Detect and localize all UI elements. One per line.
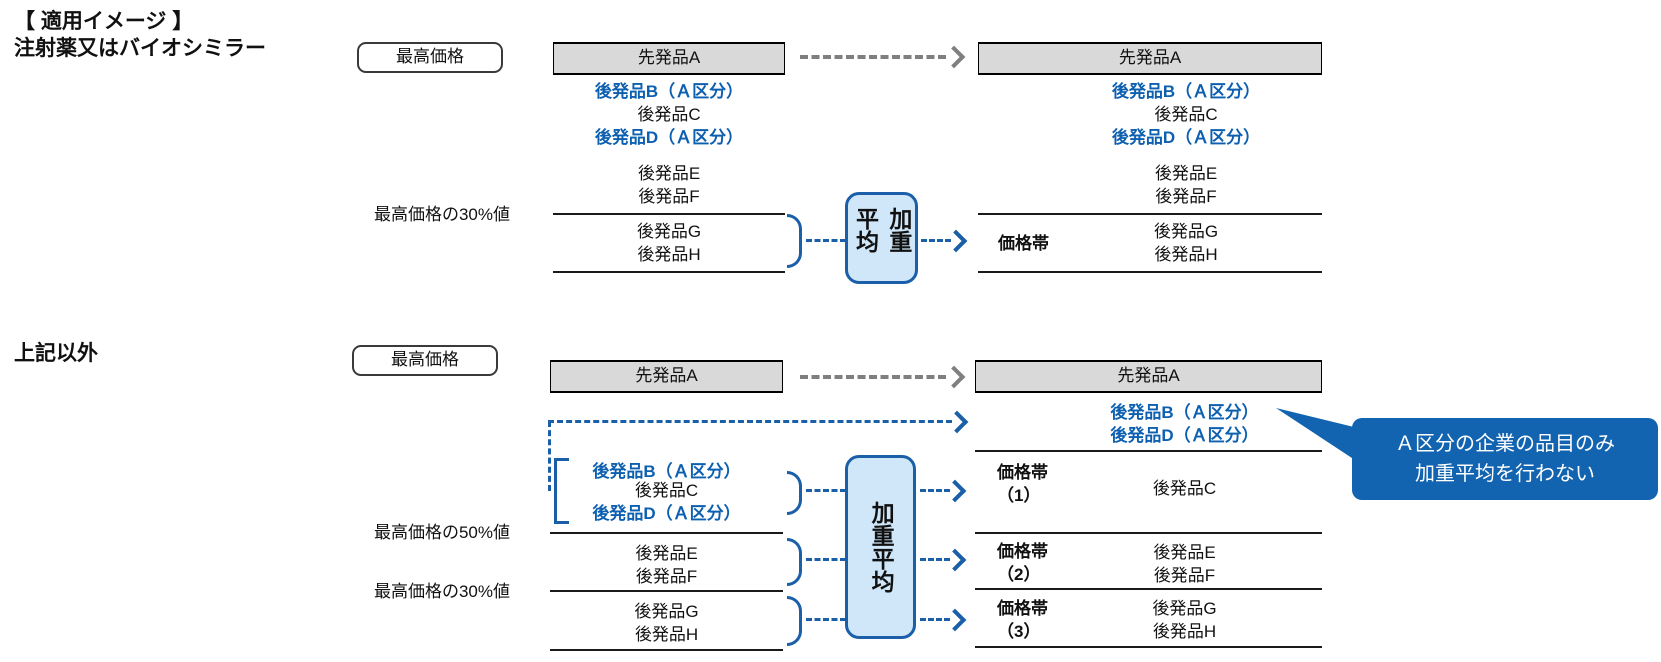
band-divider-line	[975, 588, 1322, 590]
table-row: 後発品F	[1155, 187, 1217, 206]
top-right-table-header: 先発品A	[978, 42, 1322, 75]
table-row: 後発品H	[1152, 622, 1217, 641]
price-band-2-label: 価格帯 （2）	[997, 540, 1048, 586]
gray-arrow-head-icon	[942, 365, 966, 389]
gray-dashed-arrow-line	[800, 55, 946, 59]
table-row: 後発品D（Ａ区分）	[1110, 426, 1259, 445]
weighted-average-box-top: 加重平均	[845, 192, 918, 284]
price-band-name: 価格帯	[997, 542, 1048, 561]
blue-arrow-head-icon	[945, 410, 969, 434]
blue-arrow-head-icon	[943, 608, 967, 632]
table-row: 後発品C	[1154, 105, 1218, 124]
weighted-average-label-top: 加重平均	[852, 207, 912, 253]
blue-dashed-connector	[806, 558, 846, 561]
section2-title: 上記以外	[14, 342, 98, 365]
table-row: 後発品G	[634, 602, 699, 621]
blue-dashed-arrow-line	[921, 239, 951, 242]
callout-line1: Ａ区分の企業の品目のみ	[1395, 433, 1615, 455]
price-band-number: （2）	[997, 565, 1041, 584]
price-band-1-label: 価格帯 （1）	[997, 461, 1048, 507]
table-row: 後発品E	[1154, 164, 1218, 183]
band-divider-line	[975, 532, 1322, 534]
blue-arrow-head-icon	[944, 229, 968, 253]
threshold-30-label-bottom: 最高価格の30%値	[373, 582, 510, 601]
table-row: 後発品G	[636, 222, 702, 241]
table-bottom-line	[553, 271, 785, 273]
blue-dashed-connector	[806, 239, 846, 242]
gray-dashed-arrow-line	[800, 375, 946, 379]
a-class-bypass-dashed-line	[548, 420, 952, 423]
blue-dashed-connector	[806, 489, 846, 492]
table-row: 後発品F	[1153, 566, 1216, 585]
group-brace-icon	[787, 214, 802, 268]
table-row: 後発品H	[1154, 245, 1218, 264]
table-row: 後発品G	[1152, 599, 1217, 618]
blue-dashed-arrow-line	[920, 558, 950, 561]
table-row: 後発品B（Ａ区分）	[592, 462, 741, 481]
callout-line2: 加重平均を行わない	[1415, 463, 1595, 485]
table-row: 後発品H	[637, 245, 701, 264]
threshold-30-line-top	[553, 213, 785, 215]
blue-arrow-head-icon	[943, 548, 967, 572]
price-band-number: （3）	[997, 622, 1041, 641]
top-left-table-header: 先発品A	[553, 42, 785, 75]
table-row: 後発品C	[637, 105, 701, 124]
blue-dashed-connector	[806, 618, 846, 621]
weighted-average-label-bottom: 加重平均	[868, 501, 895, 593]
group-brace-icon	[787, 538, 802, 586]
weighted-average-box-bottom: 加重平均	[845, 455, 916, 639]
threshold-50-line	[550, 532, 783, 534]
max-price-box-top: 最高価格	[357, 42, 503, 73]
group-brace-icon	[787, 596, 802, 646]
callout-pointer-icon	[1276, 408, 1358, 462]
callout-bubble: Ａ区分の企業の品目のみ 加重平均を行わない	[1352, 418, 1658, 500]
group-brace-icon	[787, 471, 802, 515]
table-row: 後発品E	[635, 544, 698, 563]
blue-dashed-arrow-line	[920, 618, 950, 621]
bottom-left-table-header: 先発品A	[550, 360, 783, 393]
price-band-line-top	[978, 213, 1322, 215]
max-price-box-bottom: 最高価格	[352, 345, 498, 376]
table-bottom-line	[550, 649, 783, 651]
bottom-right-table-header: 先発品A	[975, 360, 1322, 393]
table-row: 後発品E	[1153, 543, 1216, 562]
table-row: 後発品H	[634, 625, 699, 644]
table-row: 後発品C	[634, 481, 699, 500]
section1-title-line1: 【 適用イメージ 】	[14, 10, 194, 33]
price-band-label-top: 価格帯	[998, 234, 1049, 253]
max-price-label-top: 最高価格	[396, 47, 464, 66]
table-row: 後発品B（Ａ区分）	[1111, 82, 1261, 101]
gray-arrow-head-icon	[942, 45, 966, 69]
table-row: 後発品B（Ａ区分）	[1110, 403, 1259, 422]
table-row: 後発品C	[1152, 479, 1217, 498]
threshold-30-label-top: 最高価格の30%値	[373, 205, 510, 224]
table-row: 後発品D（Ａ区分）	[594, 128, 744, 147]
band-divider-line	[975, 450, 1322, 452]
blue-dashed-arrow-line	[920, 489, 950, 492]
price-band-3-label: 価格帯 （3）	[997, 597, 1048, 643]
table-row: 後発品E	[637, 164, 701, 183]
table-row: 後発品D（Ａ区分）	[592, 504, 741, 523]
threshold-50-label: 最高価格の50%値	[373, 523, 510, 542]
table-bottom-line	[978, 271, 1322, 273]
a-class-bypass-dashed-vertical	[548, 421, 551, 491]
table-row: 後発品F	[635, 567, 698, 586]
section1-title: 【 適用イメージ 】 注射薬又はバイオシミラー	[14, 8, 266, 62]
max-price-label-bottom: 最高価格	[391, 350, 459, 369]
a-class-bracket-icon	[554, 458, 569, 524]
table-row: 後発品D（Ａ区分）	[1111, 128, 1261, 147]
price-band-name: 価格帯	[997, 599, 1048, 618]
price-band-number: （1）	[997, 486, 1041, 505]
section1-title-line2: 注射薬又はバイオシミラー	[14, 37, 266, 60]
price-band-name: 価格帯	[997, 463, 1048, 482]
threshold-30-line-bottom	[550, 590, 783, 592]
table-row: 後発品G	[1153, 222, 1219, 241]
table-row: 後発品B（Ａ区分）	[594, 82, 744, 101]
table-bottom-line	[975, 646, 1322, 648]
blue-arrow-head-icon	[943, 479, 967, 503]
table-row: 後発品F	[638, 187, 700, 206]
